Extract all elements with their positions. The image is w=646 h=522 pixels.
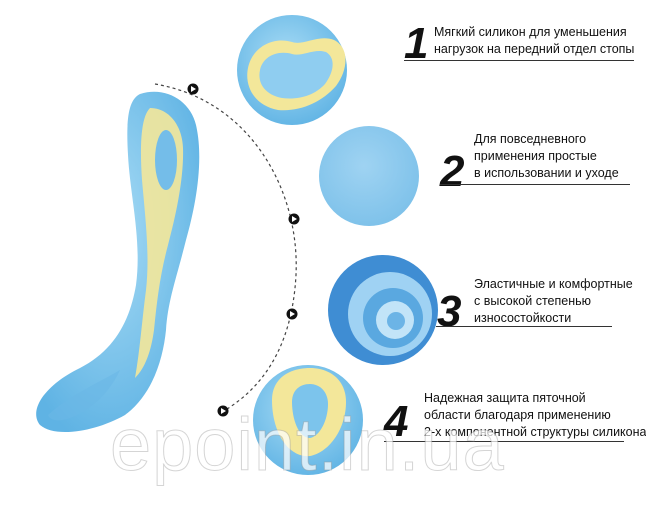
feature-number-1: 1 xyxy=(404,19,429,68)
watermark: epoint.in.ua xyxy=(110,403,505,486)
feature-number-3: 3 xyxy=(437,287,462,336)
forefoot-pad-image xyxy=(237,15,347,125)
feature-3-line-3: износостойкости xyxy=(474,311,572,325)
feature-1-line-2: нагрузок на передний отдел стопы xyxy=(434,42,635,56)
divider-line xyxy=(404,60,634,61)
divider-line xyxy=(436,326,612,327)
insole-image xyxy=(36,91,200,433)
feature-3-line-2: с высокой степенью xyxy=(474,294,592,308)
dashed-arc xyxy=(154,83,297,413)
arc-marker-icon xyxy=(217,405,229,417)
feature-2-line-1: Для повседневного xyxy=(474,132,587,146)
feature-1-line-1: Мягкий силикон для уменьшения xyxy=(434,25,627,39)
divider-line xyxy=(384,441,624,442)
feature-4-line-3: 2-х компонентной структуры силикона xyxy=(424,425,646,439)
feature-4-line-2: области благодаря применению xyxy=(424,408,611,422)
heel-cup-image xyxy=(253,365,363,475)
surface-disc-image xyxy=(319,126,419,226)
arc-marker-icon xyxy=(288,213,300,225)
feature-number-4: 4 xyxy=(384,397,409,446)
feature-2-line-3: в использовании и уходе xyxy=(474,166,619,180)
arc-marker-icon xyxy=(286,308,298,320)
arc-marker-icon xyxy=(187,83,199,95)
feature-2-line-2: применения простые xyxy=(474,149,597,163)
feature-3-line-1: Эластичные и комфортные xyxy=(474,277,633,291)
feature-number-2: 2 xyxy=(440,147,465,196)
divider-line xyxy=(440,184,630,185)
feature-4-line-1: Надежная защита пяточной xyxy=(424,391,586,405)
rolled-insole-image xyxy=(328,255,438,365)
